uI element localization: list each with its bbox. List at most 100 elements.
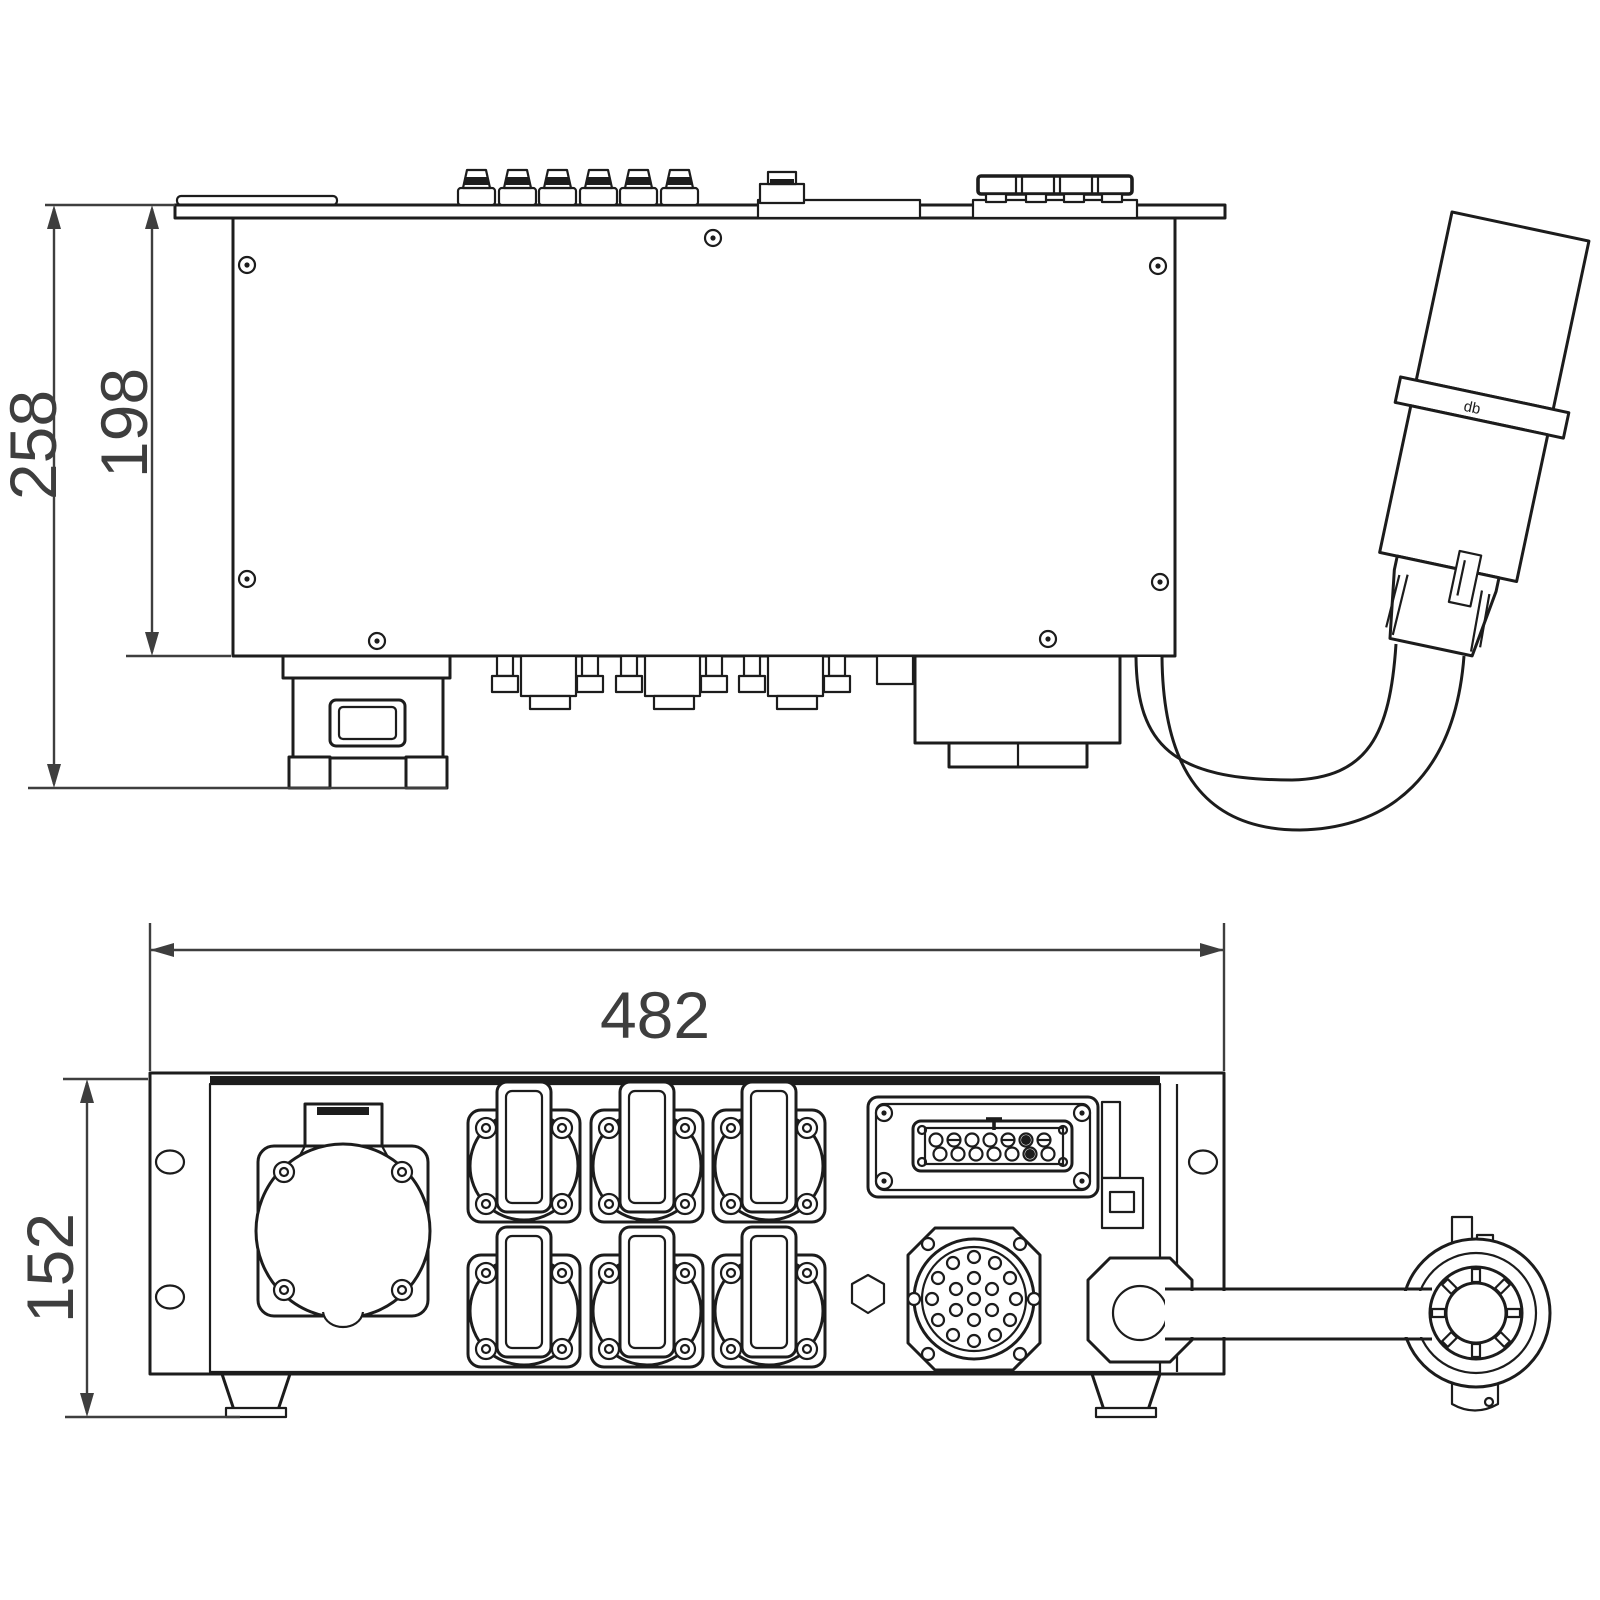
cee-outlet-flange [281, 654, 452, 680]
arrowhead-right-icon [1200, 943, 1224, 957]
front-view [148, 1071, 1552, 1419]
clamp-ring-inner [1444, 1281, 1508, 1345]
chassis-screw [1038, 629, 1058, 649]
cee-outlet-window-inner [337, 705, 398, 741]
breaker-1 [456, 168, 497, 207]
multipin-screw [874, 1103, 894, 1123]
arrowhead-down-icon [145, 632, 159, 656]
rack-slot-hole [154, 1284, 186, 1310]
pin-ring-outer [924, 1249, 1024, 1349]
pin-ring-inner [948, 1270, 1000, 1328]
cee-socket-front [254, 1102, 432, 1328]
top-plate [756, 198, 922, 220]
multipin-connector-front [866, 1095, 1145, 1230]
chassis-screw [1150, 572, 1170, 592]
chassis-screw [237, 255, 257, 275]
breaker-clip [1062, 192, 1086, 204]
multipin-screw [874, 1171, 894, 1191]
gland-rib [1469, 590, 1484, 652]
cee-plug: db [1378, 210, 1591, 658]
breaker-clip [984, 192, 1008, 204]
flange-screw [1012, 1346, 1028, 1362]
flange-screw [920, 1346, 936, 1362]
cable-tube-fill [1165, 1291, 1430, 1337]
breaker-clip [1024, 192, 1048, 204]
connector-insert-ring [920, 1245, 1028, 1353]
cable-inner-edge [1134, 643, 1398, 782]
plug-bottom-tab-screw [1483, 1396, 1495, 1408]
pin-filled [1021, 1135, 1031, 1145]
flange-screw [1026, 1291, 1042, 1307]
pin-filled [1025, 1149, 1035, 1159]
dimension-label-152: 152 [13, 1213, 87, 1323]
push-button-band [770, 179, 794, 183]
arrowhead-up-icon [80, 1079, 94, 1103]
round-multipin-connector [906, 1226, 1042, 1372]
pin-center [966, 1291, 982, 1307]
rack-slot-hole [154, 1149, 186, 1175]
cable-fill [1136, 644, 1464, 830]
breaker-4 [578, 168, 619, 207]
chassis-box [231, 216, 1177, 658]
flange-screw [920, 1236, 936, 1252]
panel-recess-shadow [210, 1076, 1160, 1084]
chassis-screw [237, 569, 257, 589]
breaker-5 [618, 168, 659, 207]
arrowhead-up-icon [47, 205, 61, 229]
flange-screw [390, 1278, 414, 1302]
plug-marking-text: db [1462, 398, 1482, 418]
arrowhead-down-icon [80, 1393, 94, 1417]
multipin-screw [1072, 1103, 1092, 1123]
chassis-screw [367, 631, 387, 651]
cee-outlet-foot [287, 755, 332, 790]
rack-slot-hole [1187, 1149, 1219, 1175]
plug-latch-slot [1456, 560, 1466, 596]
breaker-3 [537, 168, 578, 207]
breaker-6 [659, 168, 700, 207]
flange-screw [906, 1291, 922, 1307]
side-view: db [173, 168, 1591, 832]
multipin-step [875, 654, 915, 686]
push-button-body [758, 182, 806, 205]
main-breaker-base [971, 198, 1139, 220]
arrowhead-left-icon [150, 943, 174, 957]
gland-rib [1391, 574, 1409, 636]
dimension-label-482: 482 [600, 978, 710, 1052]
latch-bracket [1100, 1100, 1122, 1180]
schuko-profile-1 [490, 654, 605, 711]
dimension-label-198: 198 [87, 368, 161, 478]
side-view-dimensions: 258 198 [0, 203, 447, 790]
cee-outlet-foot [404, 755, 449, 790]
cable-gland-bore [1111, 1284, 1169, 1342]
arrowhead-down-icon [47, 764, 61, 788]
plug-clamp-rings [1428, 1265, 1524, 1361]
multipin-housing [913, 654, 1122, 745]
chassis-screw [1148, 256, 1168, 276]
schuko-profile-3 [737, 654, 852, 711]
gland-rib [1385, 574, 1401, 628]
hex-plug [850, 1273, 886, 1315]
dimension-label-258: 258 [0, 390, 70, 500]
chassis-screw [703, 228, 723, 248]
foot-right [1090, 1372, 1162, 1412]
cable-outer-edge [1160, 655, 1466, 832]
flange-screw [272, 1160, 296, 1184]
multipin-screw [1072, 1171, 1092, 1191]
front-view-dimensions: 482 152 [13, 923, 1226, 1419]
foot-right-pad [1094, 1406, 1158, 1419]
breaker-clip [1100, 192, 1124, 204]
foot-left [220, 1372, 292, 1412]
flange-screw [1012, 1236, 1028, 1252]
cee-lid-hinge-bar [317, 1107, 369, 1115]
gland-rib [1479, 593, 1491, 648]
latch-box-inner [1108, 1190, 1136, 1214]
arrowhead-up-icon [145, 205, 159, 229]
plug-upper-body [1414, 210, 1591, 411]
schuko-profile-2 [614, 654, 729, 711]
breaker-2 [497, 168, 538, 207]
flange-screw [272, 1278, 296, 1302]
foot-left-pad [224, 1406, 288, 1419]
flange-screw [390, 1160, 414, 1184]
